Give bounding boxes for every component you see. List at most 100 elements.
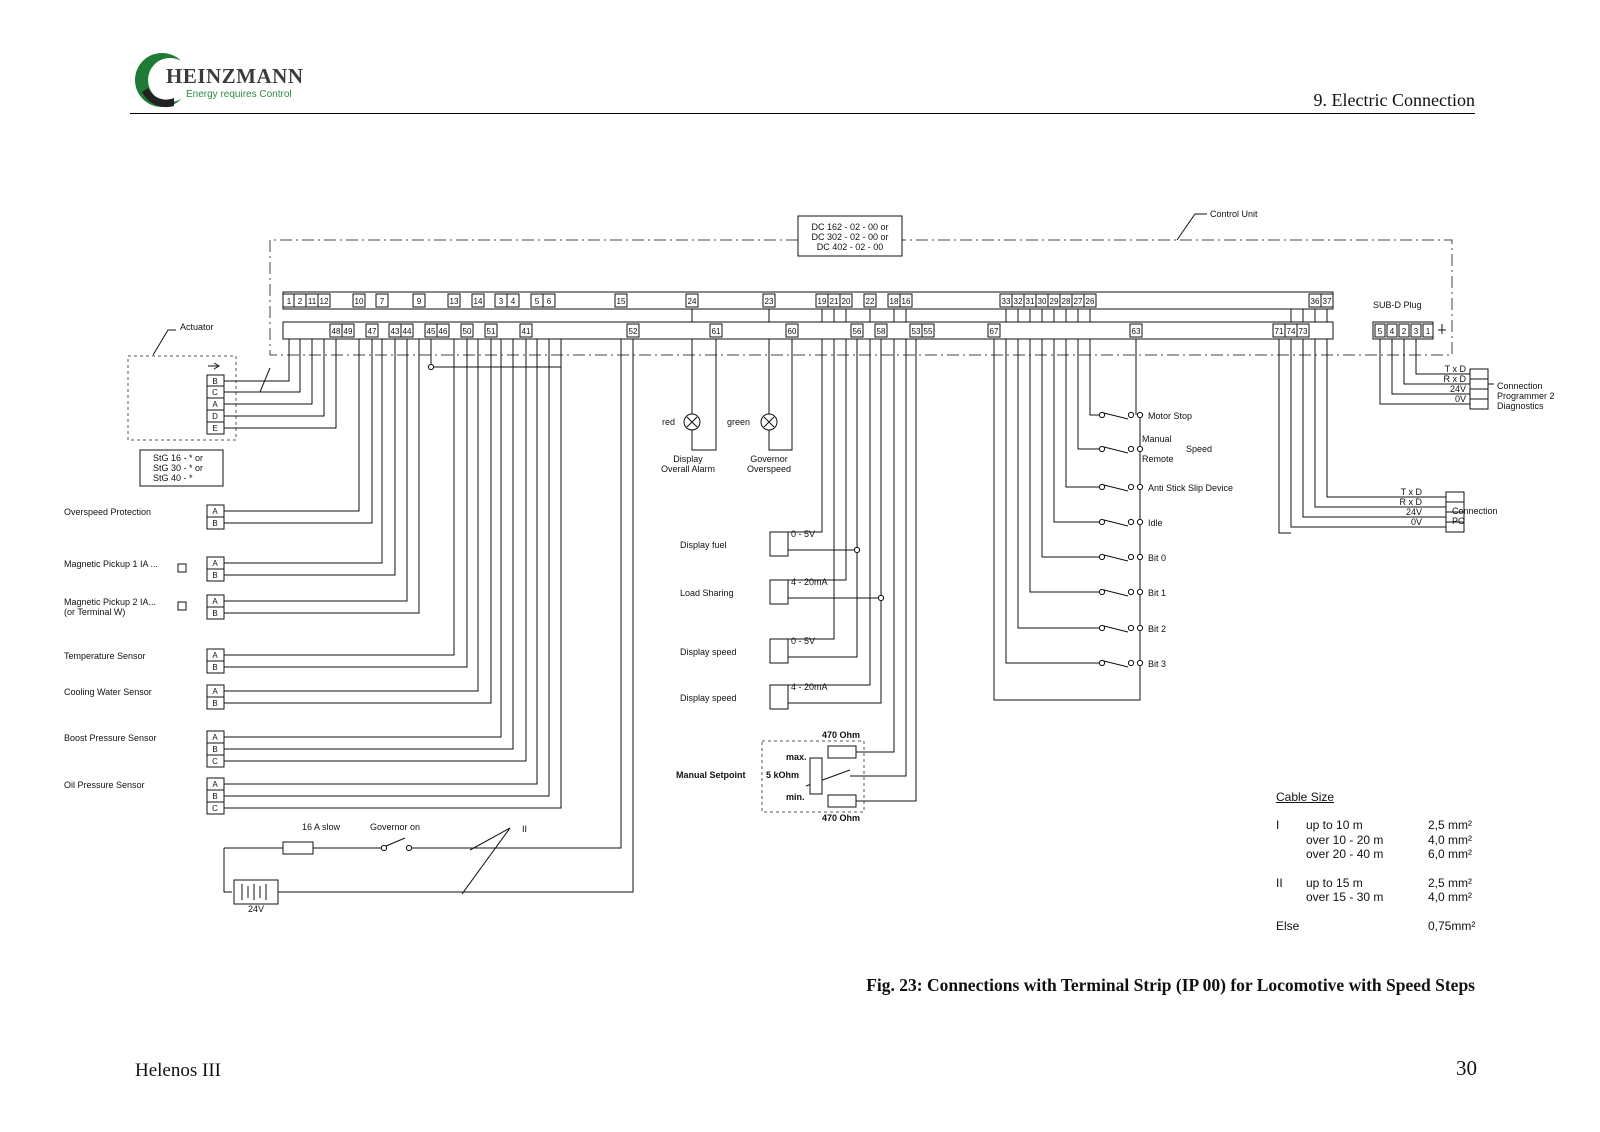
- actuator-type-box: [139, 449, 224, 487]
- sensor-pin-label: A: [212, 651, 218, 660]
- terminal-number: 18: [890, 297, 899, 306]
- resistor-bottom: [827, 794, 857, 808]
- subd-label: SUB-D Plug: [1373, 300, 1422, 310]
- control-unit-leader: [1176, 213, 1207, 241]
- controller-model-text: DC 302 - 02 - 00 or: [811, 232, 888, 242]
- terminal-number: 23: [765, 297, 774, 306]
- programmer-wire: [1403, 339, 1470, 385]
- control-unit-label: Control Unit: [1210, 209, 1258, 219]
- terminal: [685, 293, 699, 308]
- sensor-wire: [224, 339, 492, 704]
- terminal-number: 73: [1299, 327, 1308, 336]
- terminal: [839, 293, 853, 308]
- display-name: Display speed: [680, 647, 737, 657]
- sensor-wire: [224, 339, 373, 524]
- actuator-pin-label: B: [212, 377, 217, 386]
- terminal-number: 56: [853, 327, 862, 336]
- sensor-pin-label: B: [212, 745, 217, 754]
- terminal-number: 6: [547, 297, 552, 306]
- sensor-name: Boost Pressure Sensor: [64, 733, 157, 743]
- speed-step-contact-pin-b: [1127, 553, 1135, 561]
- sensor-pin-label: A: [212, 687, 218, 696]
- terminal: [506, 293, 520, 308]
- programmer-connection-label: Connection: [1497, 381, 1543, 391]
- sensor-name: Magnetic Pickup 1 IA ...: [64, 559, 158, 569]
- actuator-pin: [206, 421, 225, 435]
- sensor-wire: [224, 339, 502, 738]
- speed-step-contact-pin-c: [1136, 483, 1144, 491]
- subd-pin: [1398, 323, 1410, 338]
- logo-tagline: Energy requires Control: [186, 89, 292, 100]
- switch-wire: [1077, 309, 1100, 450]
- actuator-wire: [224, 339, 301, 393]
- sensor-pin-label: B: [212, 609, 217, 618]
- cable-section: 6,0 mm²: [1428, 847, 1473, 861]
- speed-step-contact-pin-c: [1136, 553, 1144, 561]
- sensor-pin: [206, 606, 225, 620]
- display-instrument: [769, 579, 789, 605]
- display-signal: 0 - 5V: [791, 529, 815, 539]
- terminal: [436, 323, 450, 338]
- subd-pin-number: 5: [1378, 327, 1383, 336]
- terminal: [614, 293, 628, 308]
- table-row: Else 0,75mm²: [1276, 919, 1475, 934]
- terminal: [365, 323, 379, 338]
- cable-mark-label: II: [522, 824, 527, 834]
- shield-wire: [430, 339, 562, 802]
- terminal: [519, 323, 533, 338]
- programmer-wire: [1391, 339, 1470, 395]
- logo-wordmark: HEINZMANN: [166, 64, 304, 88]
- page-number: 30: [1456, 1056, 1477, 1080]
- cable-group: [1276, 847, 1306, 862]
- sensor-pin-label: B: [212, 571, 217, 580]
- cable-range: over 20 - 40 m: [1306, 847, 1384, 861]
- pickup-coil-icon: [177, 601, 187, 611]
- terminal-number: 52: [629, 327, 638, 336]
- sensor-pin-label: B: [212, 699, 217, 708]
- terminal-number: 51: [487, 327, 496, 336]
- terminal-number: 44: [403, 327, 412, 336]
- terminal-number: 30: [1038, 297, 1047, 306]
- sensor-pin: [206, 660, 225, 674]
- cable-size-table: Cable Size I up to 10 m 2,5 mm² over 10 …: [1276, 790, 1475, 933]
- table-spacer: [1276, 862, 1475, 876]
- switch-label: Bit 1: [1148, 588, 1166, 598]
- terminal: [1083, 293, 1097, 308]
- sensor-name: Overspeed Protection: [64, 507, 151, 517]
- terminal: [484, 323, 498, 338]
- display-junction: [853, 546, 861, 554]
- sensor-pin-label: B: [212, 519, 217, 528]
- terminal-number: 12: [320, 297, 329, 306]
- display-name: Display speed: [680, 693, 737, 703]
- sensor-wire: [224, 339, 479, 692]
- cable-section: 4,0 mm²: [1428, 832, 1473, 847]
- terminal-number: 36: [1311, 297, 1320, 306]
- display-junction: [877, 594, 885, 602]
- switch-label: Bit 2: [1148, 624, 1166, 634]
- speed-step-contact-pin-a: [1098, 624, 1106, 632]
- display-signal: 4 - 20mA: [791, 682, 828, 692]
- cable-section: 0,75mm²: [1428, 918, 1476, 933]
- header-divider: [130, 113, 1475, 114]
- display-wire: [788, 309, 847, 581]
- table-row: I up to 10 m 2,5 mm²: [1276, 818, 1475, 833]
- pc-wire: [1278, 339, 1291, 534]
- terminal-number: 9: [417, 297, 422, 306]
- actuator-wire: [224, 339, 337, 429]
- cable-size-title: Cable Size: [1276, 790, 1335, 804]
- programmer-connection-label: Diagnostics: [1497, 401, 1544, 411]
- terminal: [921, 323, 935, 338]
- terminal: [460, 323, 474, 338]
- subd-pin: [1410, 323, 1422, 338]
- cable-range: up to 15 m: [1306, 875, 1363, 890]
- terminal: [785, 323, 799, 338]
- terminal-number: 31: [1026, 297, 1035, 306]
- cable-group: [1276, 833, 1306, 848]
- sensor-wire: [224, 339, 468, 668]
- lamp-wire: [769, 339, 793, 451]
- terminal-number: 37: [1323, 297, 1332, 306]
- speed-step-contact-pin-b: [1127, 518, 1135, 526]
- battery-label: 24V: [248, 904, 264, 914]
- setpoint-resistor-bottom: 470 Ohm: [822, 813, 860, 823]
